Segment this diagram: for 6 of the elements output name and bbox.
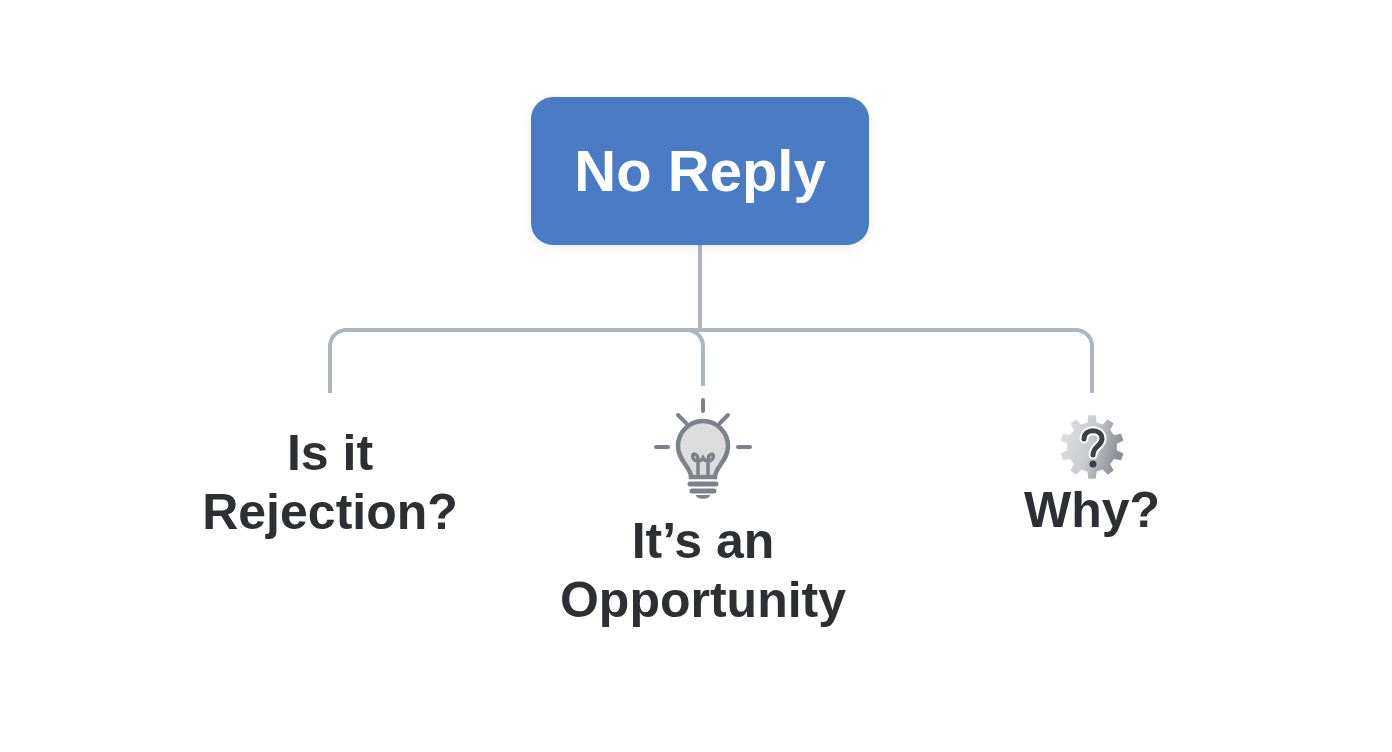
connector-line bbox=[698, 245, 1094, 393]
box-title: No Reply bbox=[574, 139, 826, 203]
node-label: Is it Rejection? bbox=[201, 424, 459, 542]
node-label: Why? bbox=[1023, 481, 1161, 540]
node-label: It’s an Opportunity bbox=[558, 512, 848, 630]
root-box bbox=[531, 97, 869, 245]
